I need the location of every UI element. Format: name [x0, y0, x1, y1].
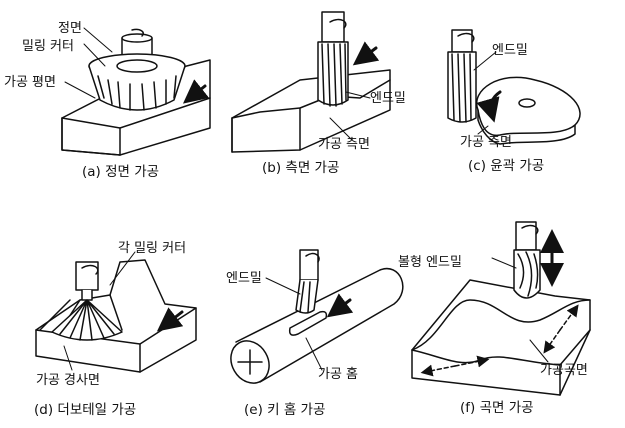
label-b-tool: 엔드밀	[370, 91, 406, 106]
end-mill-e	[295, 249, 320, 314]
label-d-surface: 가공 경사면	[36, 373, 100, 388]
label-d-tool: 각 밀링 커터	[118, 241, 187, 256]
end-mill-b	[317, 11, 349, 107]
leader-lines	[63, 27, 549, 371]
face-mill-cutter	[88, 28, 186, 111]
panel-f-illustration	[411, 221, 591, 396]
label-c-tool: 엔드밀	[492, 43, 528, 58]
caption-a: (a) 정면 가공	[82, 164, 160, 180]
label-e-tool: 엔드밀	[226, 271, 262, 286]
label-a-surface: 가공 평면	[4, 75, 56, 90]
end-mill-c	[447, 29, 477, 123]
caption-c: (c) 윤곽 가공	[468, 158, 545, 174]
caption-d: (d) 더보테일 가공	[34, 402, 137, 418]
dashed-arrow-f1	[420, 364, 456, 377]
label-e-surface: 가공 홈	[318, 367, 359, 382]
feed-arrow-b	[352, 41, 380, 66]
feed-arrow-a	[182, 79, 210, 104]
caption-f: (f) 곡면 가공	[460, 400, 534, 416]
feed-arrow-d	[156, 307, 184, 332]
label-b-surface: 가공 측면	[318, 137, 370, 152]
angle-cutter	[51, 261, 123, 341]
label-f-surface: 가공곡면	[540, 363, 588, 378]
caption-b: (b) 측면 가공	[262, 160, 340, 176]
label-a-tool: 정면	[58, 21, 82, 36]
dashed-arrow-f2	[559, 304, 579, 331]
ball-end-mill	[513, 221, 541, 299]
label-a-tool-line2: 밀링 커터	[22, 39, 74, 54]
panel-e-illustration	[230, 249, 404, 384]
feed-arrow-e	[326, 293, 354, 318]
panel-d-illustration	[35, 259, 197, 373]
caption-e: (e) 키 홈 가공	[244, 402, 326, 418]
panel-b-illustration	[231, 11, 391, 153]
label-f-tool: 볼형 엔드밀	[398, 255, 462, 270]
label-c-surface: 가공 측면	[460, 135, 512, 150]
panel-a-illustration	[61, 28, 211, 156]
shaft-e	[235, 267, 404, 383]
panel-c-illustration	[447, 29, 581, 145]
workpiece-d	[35, 259, 197, 373]
feed-arrow-c	[476, 90, 502, 123]
